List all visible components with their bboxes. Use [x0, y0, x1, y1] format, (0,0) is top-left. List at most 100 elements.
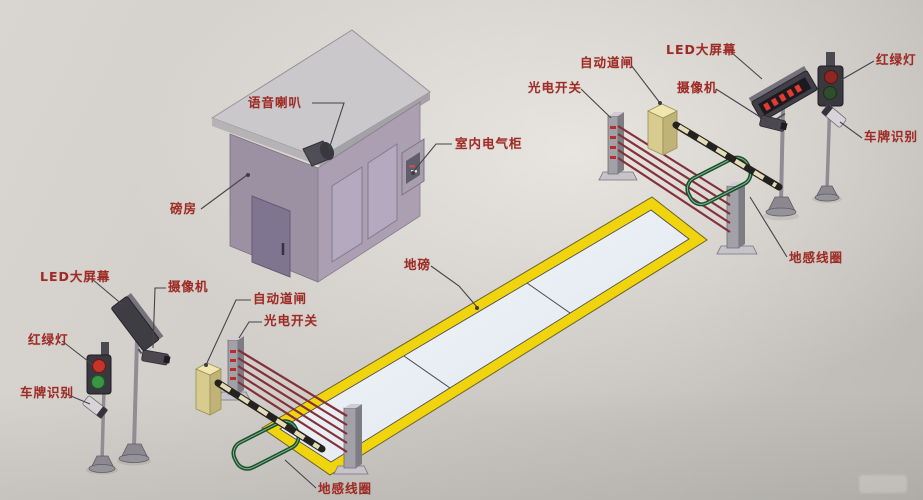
- camera-lens: [163, 355, 171, 364]
- plate-camera-lens: [96, 406, 108, 419]
- label-camera-top: 摄像机: [677, 80, 718, 95]
- gate-box-side: [662, 110, 678, 156]
- leader-indoor-cabinet: [412, 143, 452, 173]
- roof-edge-right: [320, 92, 430, 166]
- traffic-light-right-head: [817, 65, 844, 107]
- leader-auto-gate-top: [630, 64, 661, 104]
- traffic-light-red-lamp: [92, 359, 106, 373]
- label-led-screen-left: LED大屏幕: [40, 269, 111, 284]
- leader-weighbridge: [430, 265, 478, 308]
- gate-box-top: [647, 103, 678, 119]
- cabinet-button: [409, 165, 415, 168]
- label-voice-speaker: 语音喇叭: [248, 95, 303, 110]
- led-screen-right: [748, 66, 818, 122]
- barrier-arm-left: [214, 379, 326, 453]
- house-window-1: [331, 166, 363, 263]
- label-weighbridge: 地磅: [404, 257, 432, 272]
- plate-camera-left-head: [82, 395, 108, 419]
- traffic-light-left-head: [86, 354, 112, 395]
- leader-ground-loop-bottom: [284, 459, 317, 489]
- camera-right-head: [759, 112, 788, 132]
- led-pole-left: [111, 293, 171, 466]
- weighbridge-platform: [261, 196, 708, 476]
- photo-switch-post-top-left: [598, 112, 638, 181]
- pole-cap: [826, 52, 835, 68]
- plate-camera-lens: [821, 104, 833, 117]
- electrical-cabinet-panel: [406, 152, 420, 184]
- platform-divider-1: [526, 282, 571, 314]
- barrier-gate-top: [647, 103, 678, 156]
- sensor-marks: [610, 126, 616, 159]
- leader-plate-recognition-left: [65, 393, 91, 405]
- leader-led-screen-left: [91, 278, 125, 307]
- label-photo-switch-top: 光电开关: [528, 80, 583, 95]
- roof-edge-left: [212, 118, 320, 166]
- gate-box-top: [195, 362, 222, 376]
- traffic-pole-right: [812, 52, 847, 203]
- leader-camera-left: [152, 287, 166, 349]
- platform-deck: [279, 209, 690, 463]
- gate-box-front: [195, 368, 211, 416]
- label-auto-gate-top: 自动道闸: [580, 55, 635, 70]
- leader-plate-recognition-right: [839, 121, 863, 139]
- label-traffic-light-left: 红绿灯: [28, 332, 69, 347]
- leader-traffic-light-right: [840, 60, 875, 81]
- sensor-marks: [230, 350, 236, 380]
- photo-switch-post-top-right: [716, 182, 758, 255]
- pole-cap: [101, 342, 109, 356]
- leader-photo-switch-top: [580, 88, 612, 119]
- camera-left-head: [137, 348, 171, 366]
- pole-base-foot: [118, 454, 150, 463]
- platform-divider-2: [403, 355, 451, 389]
- weigh-house: [210, 29, 431, 283]
- post-top: [608, 112, 624, 116]
- leader-led-screen-top: [730, 51, 763, 80]
- post-front: [343, 407, 357, 469]
- photo-beams-left: [237, 349, 348, 453]
- label-auto-gate-left: 自动道闸: [253, 291, 308, 306]
- traffic-light-green-lamp: [91, 375, 105, 389]
- label-plate-recognition-left: 车牌识别: [20, 385, 75, 400]
- gate-box-side: [209, 368, 222, 416]
- leader-voice-speaker: [312, 102, 345, 147]
- barrier-arm-top: [672, 121, 783, 191]
- camera-bracket: [137, 348, 143, 355]
- label-photo-switch-left: 光电开关: [264, 313, 319, 328]
- label-ground-loop-right: 地感线圈: [789, 250, 844, 265]
- pole-base-foot: [88, 464, 116, 473]
- leader-camera-top: [715, 88, 769, 123]
- pole-base-foot: [814, 193, 840, 202]
- label-plate-recognition-right: 车牌识别: [864, 129, 919, 144]
- house-window-2: [367, 143, 398, 240]
- label-traffic-light-right: 红绿灯: [876, 52, 917, 67]
- led-pole-right: [748, 66, 818, 221]
- label-camera-left: 摄像机: [168, 279, 209, 294]
- photo-switch-post-left-far: [333, 404, 369, 475]
- post-top: [344, 404, 362, 408]
- leader-auto-gate-left: [205, 299, 251, 366]
- gate-box-front: [647, 110, 664, 156]
- post-side: [739, 182, 745, 248]
- barrier-assembly-top: [598, 103, 783, 255]
- pole-base-foot: [765, 207, 797, 217]
- led-digits: [763, 84, 803, 111]
- label-ground-loop-bottom: 地感线圈: [318, 481, 373, 496]
- label-led-screen-top: LED大屏幕: [666, 42, 737, 57]
- barrier-assembly-left: [195, 336, 369, 475]
- leader-photo-switch-left: [238, 321, 262, 339]
- camera-lens: [780, 122, 788, 131]
- traffic-light-red-lamp: [824, 70, 838, 84]
- leader-weigh-house: [200, 174, 248, 210]
- barrier-gate-left: [195, 362, 222, 416]
- traffic-light-green-lamp: [823, 86, 837, 100]
- leader-lines: [61, 51, 875, 489]
- post-front: [607, 115, 619, 175]
- label-weigh-house: 磅房: [170, 201, 198, 216]
- house-door: [251, 195, 291, 278]
- leader-traffic-light-left: [61, 340, 94, 366]
- leader-ground-loop-right: [749, 196, 788, 258]
- post-side: [356, 404, 362, 468]
- led-pole-left-post: [132, 339, 139, 449]
